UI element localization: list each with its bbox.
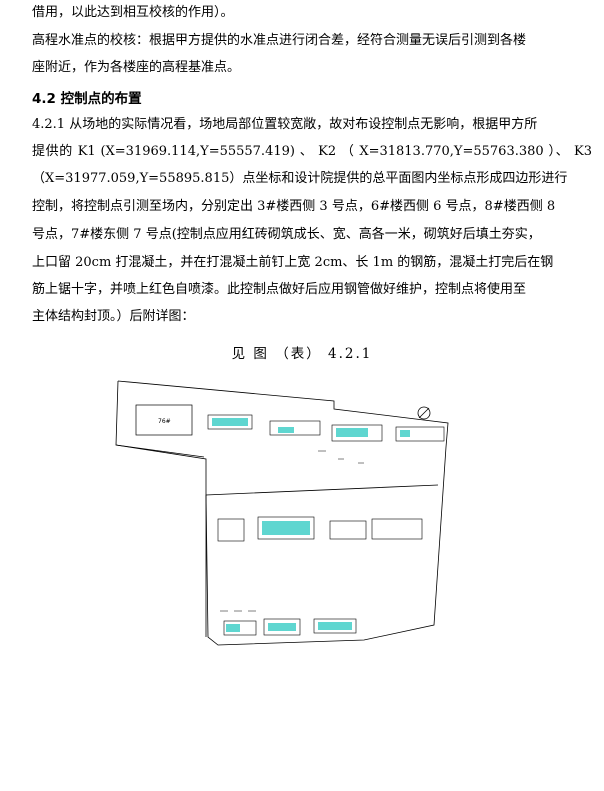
paragraph-line: 座附近，作为各楼座的高程基准点。 xyxy=(32,60,241,75)
building-row-2 xyxy=(217,516,423,542)
building-label: 76# xyxy=(158,418,171,425)
section-heading: 4.2 控制点的布置 xyxy=(32,91,142,107)
site-boundary xyxy=(115,380,449,646)
building-block: 76# xyxy=(135,404,193,436)
building-row-1 xyxy=(207,414,445,442)
paragraph-line: 号点，7#楼东侧 7 号点(控制点应用红砖砌筑成长、宽、高各一米，砌筑好后填土夯… xyxy=(32,227,541,242)
figure-caption: 见 图 （表） 4.2.1 xyxy=(231,346,373,362)
paragraph-line: 上口留 20cm 打混凝土，并在打混凝土前钉上宽 2cm、长 1m 的钢筋，混凝… xyxy=(32,255,554,270)
paragraph-line: 提供的 K1 (X=31969.114,Y=55557.419) 、 K2 （ … xyxy=(32,144,592,159)
site-plan-drawing: 76# xyxy=(115,380,449,646)
paragraph-line: 4.2.1 从场地的实际情况看，场地局部位置较宽敞，故对布设控制点无影响，根据甲… xyxy=(32,117,538,132)
paragraph-line: 借用，以此达到相互校核的作用）。 xyxy=(32,5,234,20)
site-details xyxy=(220,450,364,612)
paragraph-line: 控制，将控制点引测至场内，分别定出 3#楼西侧 3 号点，6#楼西侧 6 号点，… xyxy=(32,199,556,214)
paragraph-line: 高程水准点的校核：根据甲方提供的水准点进行闭合差，经符合测量无误后引测到各楼 xyxy=(32,33,527,48)
paragraph-line: （X=31977.059,Y=55895.815）点坐标和设计院提供的总平面图内… xyxy=(32,171,568,186)
paragraph-line: 主体结构封顶。）后附详图： xyxy=(32,309,195,324)
north-arrow-icon xyxy=(417,406,431,420)
building-row-3 xyxy=(223,618,357,636)
paragraph-line: 筋上锯十字，并喷上红色自喷漆。此控制点做好后应用钢管做好维护，控制点将使用至 xyxy=(32,282,527,297)
